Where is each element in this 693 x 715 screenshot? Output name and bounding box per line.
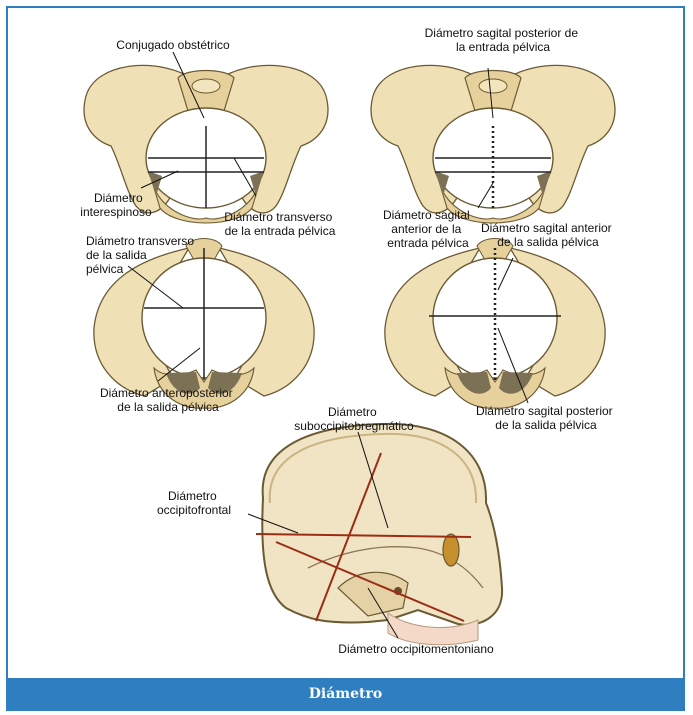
caption-title: Diámetro — [309, 686, 382, 702]
pelvis-outlet-right — [385, 239, 605, 409]
label-conjugado-obstetrico: Conjugado obstétrico — [116, 38, 230, 52]
label-sagital-anterior-entrada: Diámetro sagital anterior de la entrada … — [383, 208, 473, 250]
label-interespinoso: Diámetro interespinoso — [80, 191, 152, 219]
label-occipitomentoniano: Diámetro occipitomentoniano — [338, 642, 494, 656]
anatomy-figure: Conjugado obstétrico Diámetro sagital po… — [8, 8, 685, 678]
label-sagital-posterior-entrada: Diámetro sagital posterior de la entrada… — [425, 26, 582, 54]
label-transverso-entrada: Diámetro transverso de la entrada pélvic… — [224, 210, 335, 238]
figure-frame: Conjugado obstétrico Diámetro sagital po… — [6, 6, 685, 711]
label-anteroposterior-salida: Diámetro anteroposterior de la salida pé… — [100, 386, 236, 414]
label-suboccipitobregmatico: Diámetro suboccipitobregmático — [294, 405, 414, 433]
label-sagital-anterior-salida: Diámetro sagital anterior de la salida p… — [481, 221, 615, 249]
pelvis-outlet-left — [94, 239, 314, 409]
label-occipitofrontal: Diámetro occipitofrontal — [157, 489, 231, 517]
pelvis-inlet-right — [371, 65, 615, 223]
label-sagital-posterior-salida: Diámetro sagital posterior de la salida … — [476, 404, 616, 432]
caption-bar: Diámetro — [8, 678, 683, 709]
